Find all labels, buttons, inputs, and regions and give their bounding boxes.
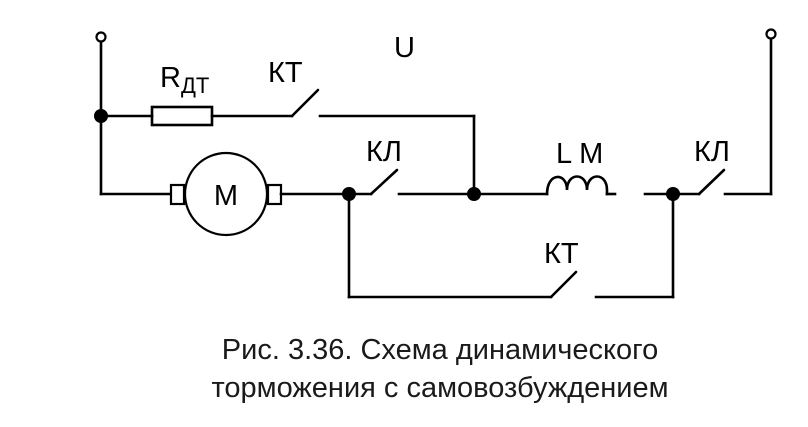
left-supply-terminal	[95, 31, 107, 43]
supply-voltage-label: U	[394, 32, 415, 64]
junction-motor-kl	[342, 187, 356, 201]
kt-bottom-label: КТ	[544, 238, 579, 270]
right-supply-terminal	[765, 28, 777, 40]
field-winding-inductor	[545, 175, 609, 196]
kt-top-label: КТ	[268, 57, 303, 89]
kt-bottom-contact-blade	[549, 270, 578, 299]
braking-resistor	[150, 105, 214, 127]
junction-left-top	[94, 109, 108, 123]
resistor-label-main: R	[160, 62, 181, 94]
motor-brush-right	[266, 183, 283, 206]
motor-brush-left	[169, 183, 186, 206]
resistor-label-subscript: ДТ	[181, 73, 209, 98]
kt-top-contact-blade	[290, 88, 320, 118]
resistor-label: RДТ	[160, 62, 209, 98]
motor-label: М	[214, 180, 238, 212]
figure-caption-line-2: торможения с самовозбуждением	[211, 372, 668, 404]
junction-field-kl-right	[666, 187, 680, 201]
kl-right-label: КЛ	[694, 136, 730, 168]
kl-left-contact-blade	[369, 168, 399, 196]
kl-right-contact-blade	[697, 168, 726, 196]
kl-left-label: КЛ	[366, 136, 402, 168]
junction-kt-field	[467, 187, 481, 201]
figure-caption-line-1: Рис. 3.36. Схема динамического	[222, 334, 658, 366]
inductor-label: L M	[556, 138, 603, 170]
